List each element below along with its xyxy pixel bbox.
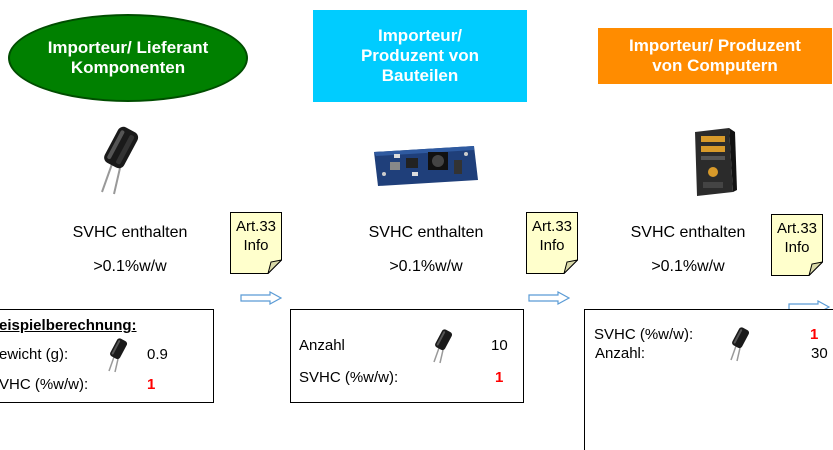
art33-note-1: Art.33 Info <box>230 212 282 274</box>
header-importeur-lieferant: Importeur/ Lieferant Komponenten <box>8 14 248 102</box>
svhc-value: 1 <box>495 369 504 386</box>
note3-line1: Art.33 <box>776 220 818 237</box>
svhc-label: SVHC (%w/w): <box>299 369 399 386</box>
svhc-pct-2: >0.1%w/w <box>389 258 463 275</box>
header2-line2: Produzent von <box>360 46 480 65</box>
anzahl-label: Anzahl <box>299 337 345 354</box>
calc-box-2: Anzahl 10 SVHC (%w/w): 1 <box>290 309 524 403</box>
capacitor-icon <box>730 327 750 362</box>
header2-line1: Importeur/ <box>377 26 463 45</box>
sticky-note-icon <box>771 214 823 276</box>
weight-label: ewicht (g): <box>0 346 69 363</box>
svhc-label-3: SVHC enthalten <box>630 224 746 241</box>
anzahl-value: 10 <box>491 337 508 354</box>
calc-title: eispielberechnung: <box>0 317 137 334</box>
capacitor-icon <box>101 126 139 195</box>
computer-tower-icon <box>695 128 737 196</box>
svhc-label-2: SVHC enthalten <box>368 224 484 241</box>
header2-line3: Bauteilen <box>381 66 459 85</box>
sticky-note-icon <box>526 212 578 274</box>
svhc-label-1: SVHC enthalten <box>72 224 188 241</box>
header3-line2: von Computern <box>652 56 778 75</box>
svhc-value: 1 <box>147 376 156 393</box>
header-importeur-produzent-bauteilen: Importeur/ Produzent von Bauteilen <box>313 10 527 102</box>
svhc-pct-3: >0.1%w/w <box>651 258 725 275</box>
circuit-board-icon <box>374 146 478 186</box>
note2-line1: Art.33 <box>531 218 573 235</box>
svhc-label: VHC (%w/w): <box>0 376 89 393</box>
weight-value: 0.9 <box>147 346 168 363</box>
svhc-value: 1 <box>810 326 819 343</box>
header3-line1: Importeur/ Produzent <box>629 36 801 55</box>
arrow-right-icon <box>240 291 282 305</box>
svhc-label: SVHC (%w/w): <box>594 326 694 343</box>
calc-box-1: eispielberechnung: ewicht (g): 0.9 VHC (… <box>0 309 214 403</box>
arrow-right-icon <box>528 291 570 305</box>
art33-note-2: Art.33 Info <box>526 212 578 274</box>
anzahl-value: 30 <box>811 345 828 362</box>
header-importeur-produzent-computern: Importeur/ Produzent von Computern <box>598 28 832 84</box>
note3-line2: Info <box>784 239 810 256</box>
note1-line2: Info <box>243 237 269 254</box>
capacitor-icon <box>108 338 128 373</box>
capacitor-icon <box>433 329 453 364</box>
note1-line1: Art.33 <box>235 218 277 235</box>
header1-line1: Importeur/ Lieferant <box>47 38 209 57</box>
svhc-pct-1: >0.1%w/w <box>93 258 167 275</box>
calc-box-3: Anzahl: 30 <box>584 309 833 369</box>
header1-line2: Komponenten <box>70 58 186 77</box>
sticky-note-icon <box>230 212 282 274</box>
note2-line2: Info <box>539 237 565 254</box>
anzahl-label: Anzahl: <box>595 345 646 362</box>
art33-note-3: Art.33 Info <box>771 214 823 276</box>
box3-border-left <box>584 368 585 450</box>
